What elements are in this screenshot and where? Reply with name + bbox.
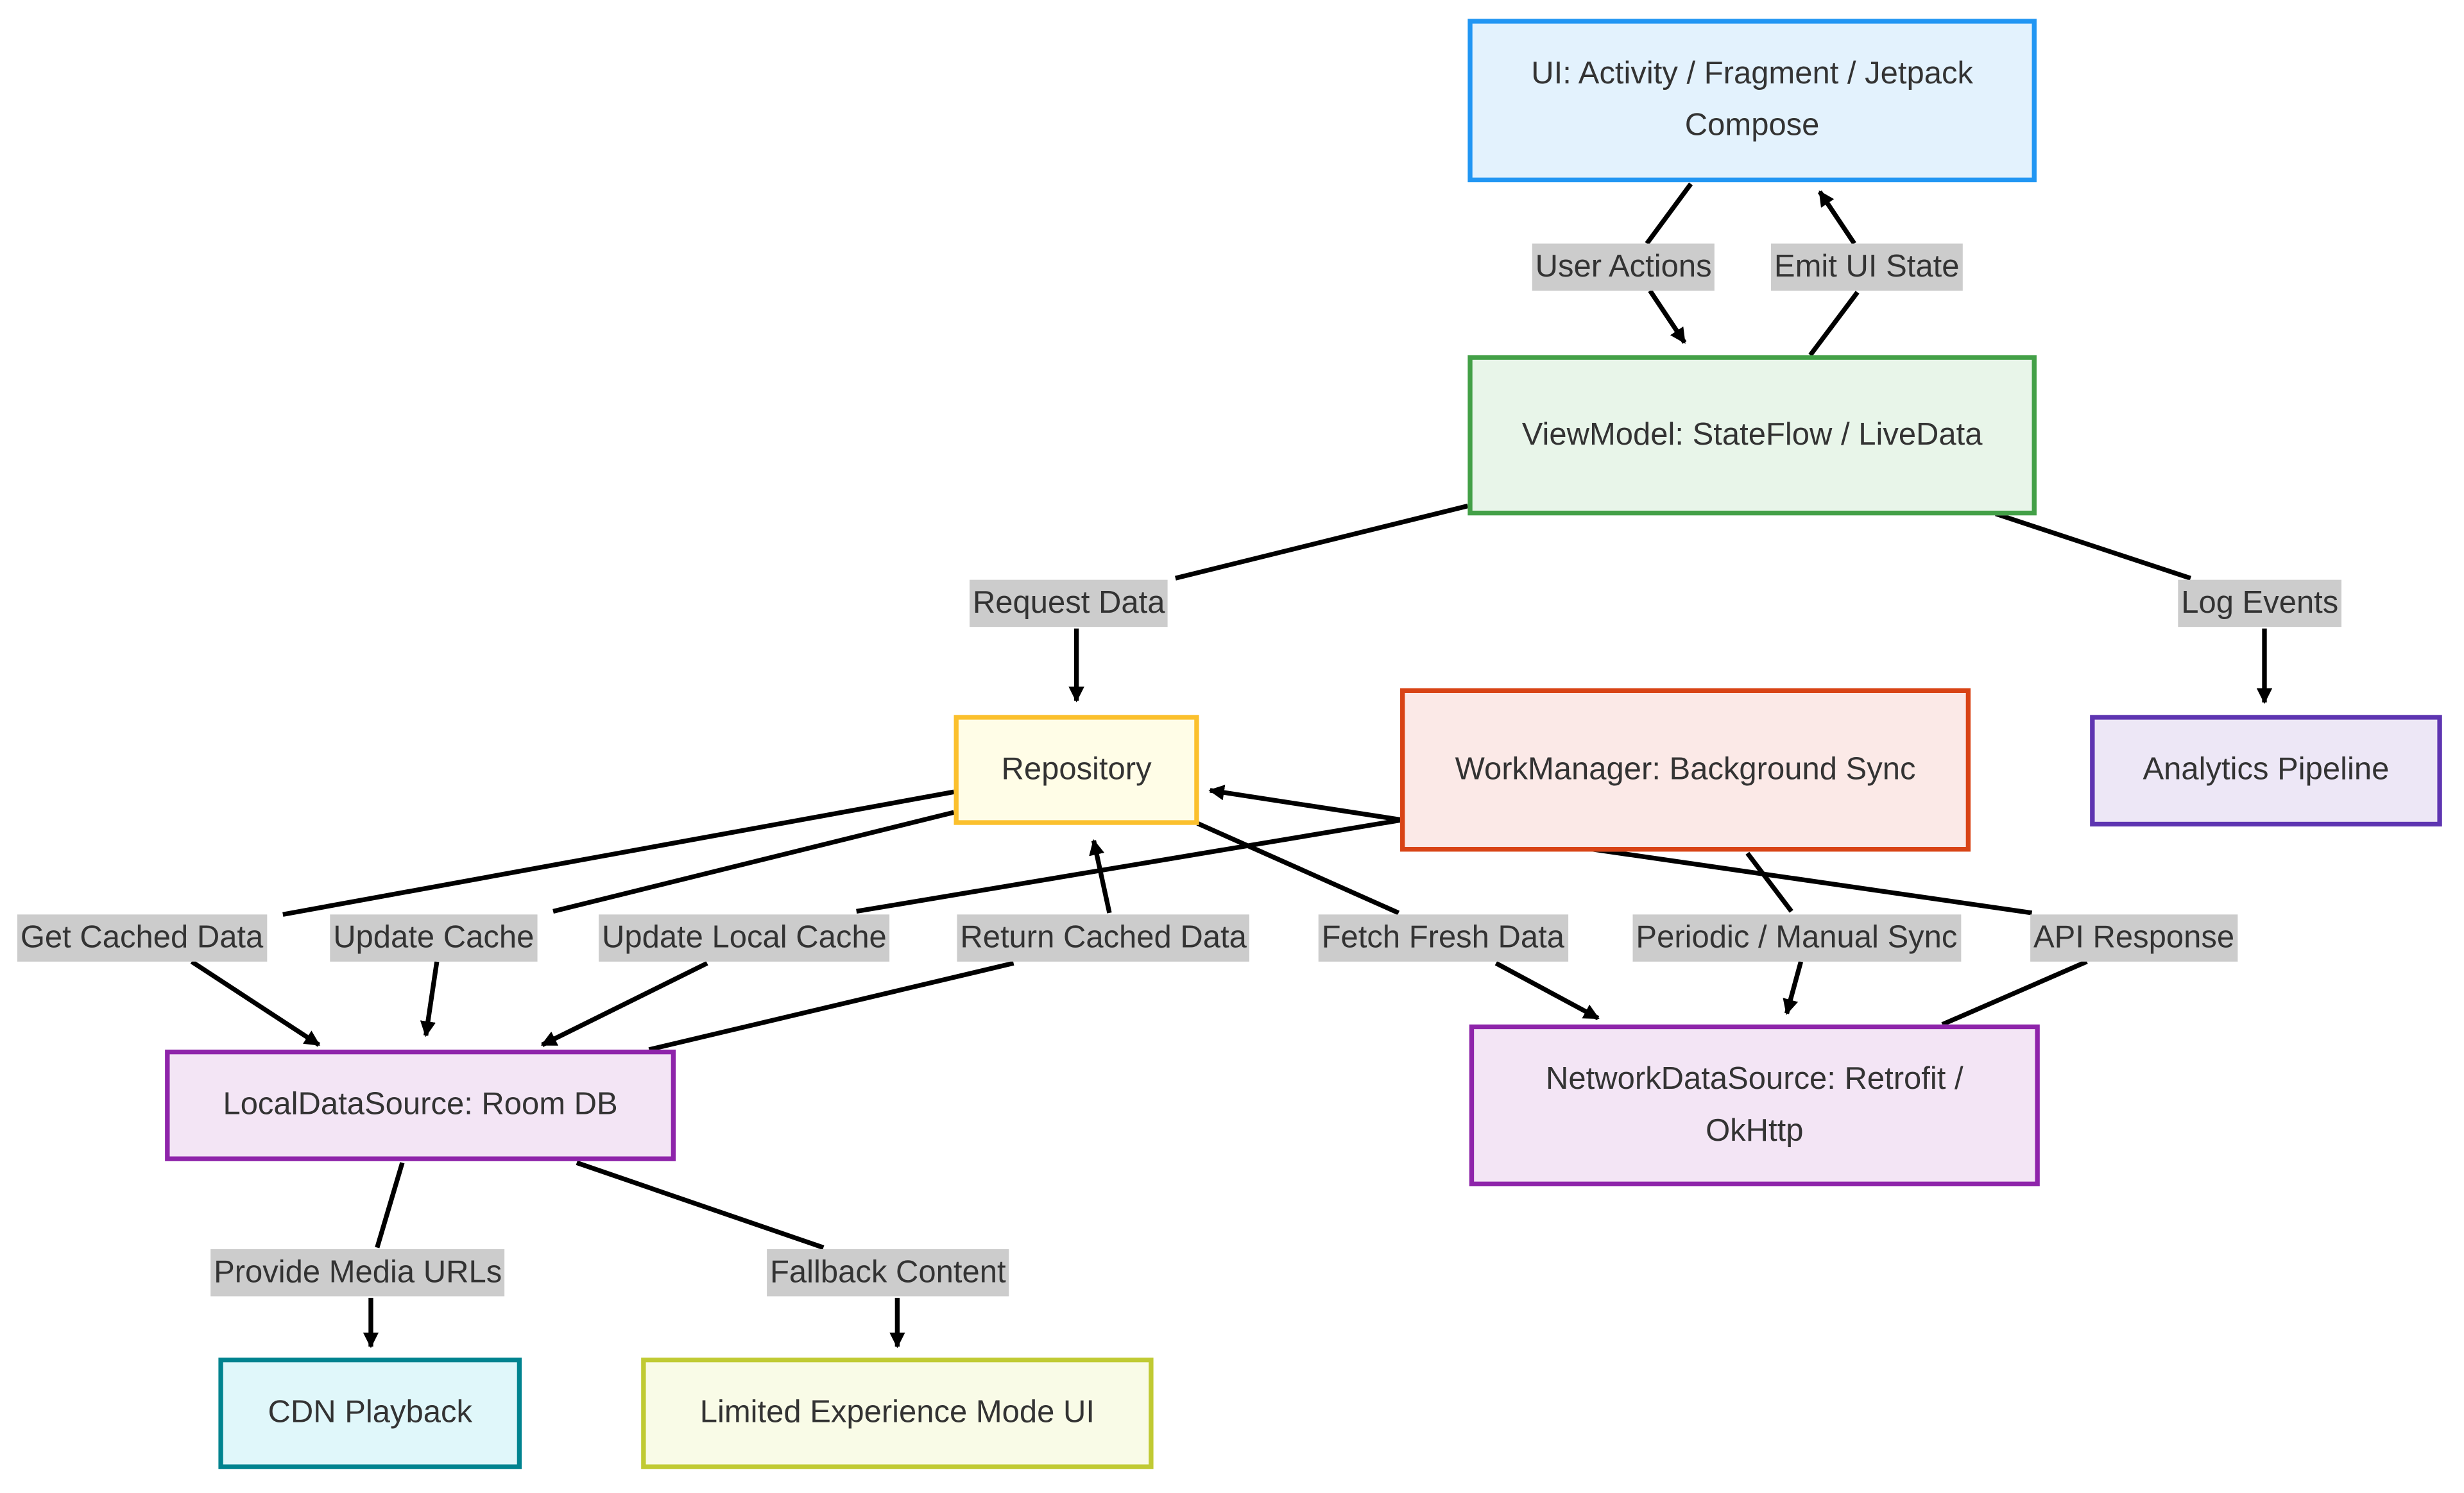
- node-repository: Repository: [954, 715, 1199, 825]
- edge-periodic-manual-sync: [1745, 851, 1804, 1014]
- edge-label-provide-media-urls: Provide Media URLs: [210, 1249, 506, 1297]
- edge-emit-ui-state: [1810, 192, 1860, 357]
- node-ui: UI: Activity / Fragment / Jetpack Compos…: [1467, 19, 2037, 183]
- edge-label-periodic-manual-sync: Periodic / Manual Sync: [1632, 914, 1961, 962]
- edge-provide-media-urls: [371, 1162, 405, 1347]
- node-local: LocalDataSource: Room DB: [165, 1049, 676, 1161]
- edge-label-return-cached-data: Return Cached Data: [957, 914, 1250, 962]
- edge-label-update-cache: Update Cache: [330, 914, 538, 962]
- node-cdn: CDN Playback: [218, 1357, 522, 1469]
- edge-user-actions: [1645, 182, 1691, 343]
- node-repository-label: Repository: [1001, 751, 1152, 787]
- node-network: NetworkDataSource: Retrofit / OkHttp: [1469, 1024, 2040, 1186]
- edge-label-user-actions: User Actions: [1532, 243, 1715, 291]
- edge-label-emit-ui-state: Emit UI State: [1771, 243, 1963, 291]
- edge-fetch-fresh-data: [1196, 821, 1598, 1018]
- edge-return-cached-data: [648, 840, 1112, 1052]
- node-limited-label: Limited Experience Mode UI: [699, 1395, 1095, 1430]
- edge-label-get-cached-data: Get Cached Data: [17, 914, 267, 962]
- edge-label-update-local-cache: Update Local Cache: [599, 914, 890, 962]
- edge-update-cache: [426, 810, 955, 1036]
- node-local-label: LocalDataSource: Room DB: [223, 1087, 618, 1122]
- node-workmanager-label: WorkManager: Background Sync: [1455, 751, 1916, 787]
- edge-request-data: [1077, 504, 1469, 701]
- edge-label-api-response: API Response: [2030, 914, 2238, 962]
- edge-label-log-events: Log Events: [2178, 579, 2342, 627]
- edge-fallback-content: [576, 1160, 898, 1347]
- node-analytics: Analytics Pipeline: [2090, 715, 2442, 827]
- edge-update-local-cache: [542, 817, 1401, 1045]
- edge-label-fetch-fresh-data: Fetch Fresh Data: [1318, 914, 1568, 962]
- node-ui-label: UI: Activity / Fragment / Jetpack Compos…: [1531, 56, 1973, 143]
- node-analytics-label: Analytics Pipeline: [2143, 753, 2390, 787]
- edge-log-events: [1995, 511, 2264, 703]
- node-limited: Limited Experience Mode UI: [641, 1357, 1154, 1469]
- edge-label-request-data: Request Data: [970, 579, 1168, 627]
- node-workmanager: WorkManager: Background Sync: [1400, 688, 1971, 852]
- edge-label-fallback-content: Fallback Content: [767, 1249, 1009, 1297]
- node-network-label: NetworkDataSource: Retrofit / OkHttp: [1546, 1061, 1964, 1148]
- node-viewmodel: ViewModel: StateFlow / LiveData: [1467, 355, 2037, 516]
- node-cdn-label: CDN Playback: [268, 1395, 472, 1430]
- node-viewmodel-label: ViewModel: StateFlow / LiveData: [1521, 417, 1983, 452]
- edge-get-cached-data: [190, 789, 955, 1045]
